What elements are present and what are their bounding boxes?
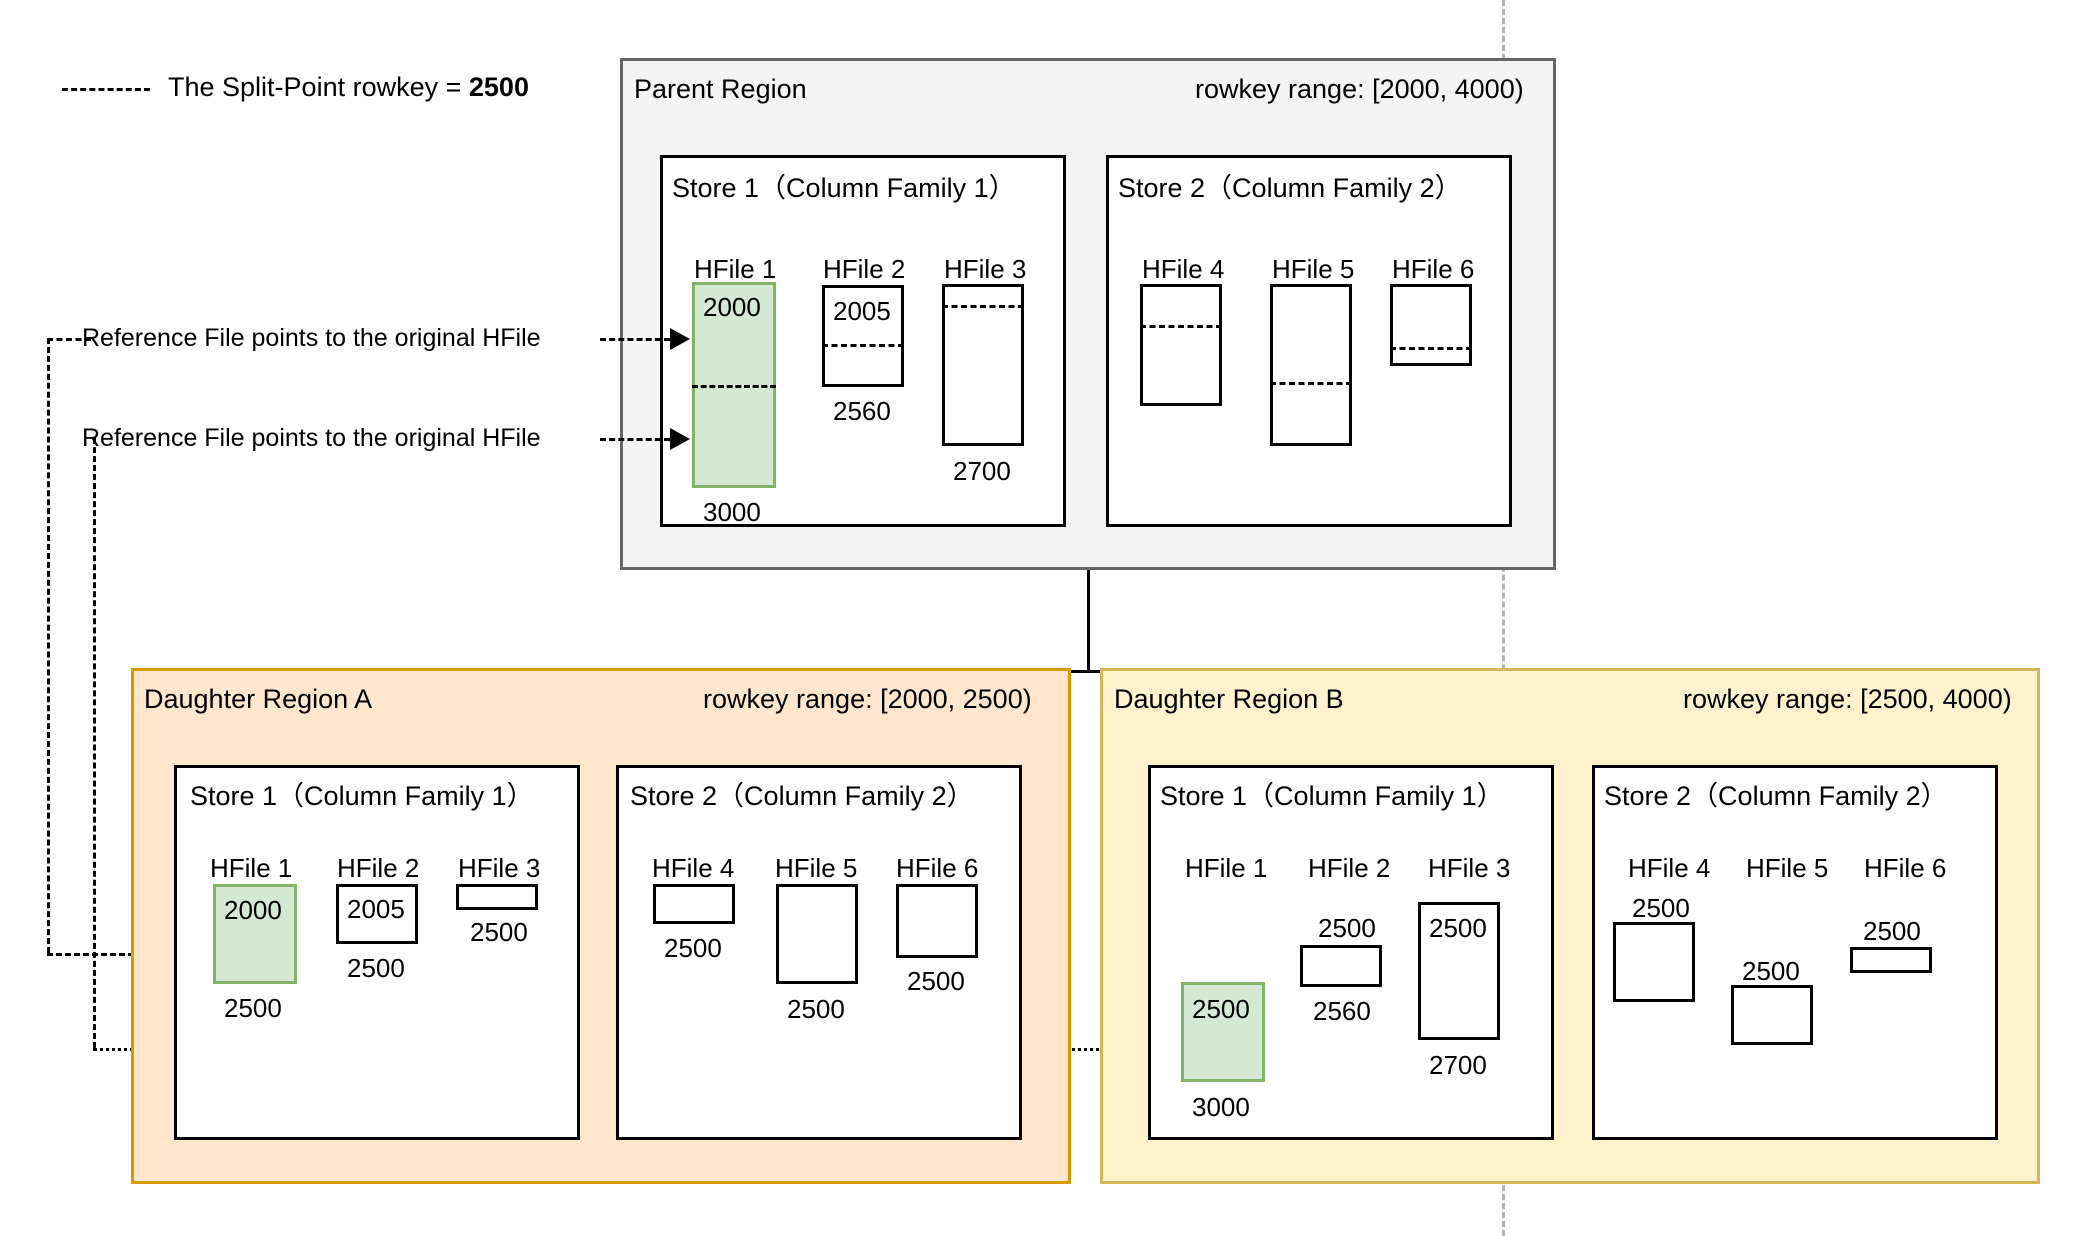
daughter-a-store2-hfile4-label: HFile 4 bbox=[652, 853, 735, 883]
parent-store-1-title: Store 1（Column Family 1） bbox=[672, 173, 1016, 203]
daughter-b-store2-hfile4-top-value: 2500 bbox=[1632, 893, 1690, 923]
daughter-b-store1-hfile2-bottom-value: 2560 bbox=[1313, 996, 1371, 1026]
legend-text: The Split-Point rowkey = bbox=[168, 72, 469, 102]
parent-store1-hfile3-box bbox=[942, 284, 1024, 446]
parent-store1-hfile3-split-dash bbox=[942, 305, 1024, 308]
daughter-a-store2-hfile4-bottom-value: 2500 bbox=[664, 933, 722, 963]
daughter-a-store2-hfile5-bottom-value: 2500 bbox=[787, 994, 845, 1024]
daughter-a-store2-hfile6-label: HFile 6 bbox=[896, 853, 979, 883]
daughter-b-store1-hfile1-box bbox=[1181, 982, 1265, 1082]
daughter-a-store1-hfile3-box bbox=[456, 884, 538, 910]
parent-store1-hfile1-bottom-value: 3000 bbox=[703, 497, 761, 527]
parent-store1-hfile1-top-value: 2000 bbox=[703, 292, 761, 322]
daughter-a-store1-hfile2-box bbox=[336, 884, 418, 944]
daughter-b-title: Daughter Region B bbox=[1114, 684, 1344, 714]
parent-store1-hfile2-bottom-value: 2560 bbox=[833, 396, 891, 426]
daughter-a-store1-hfile2-top-value: 2005 bbox=[347, 894, 405, 924]
parent-store1-hfile3-bottom-value: 2700 bbox=[953, 456, 1011, 486]
daughter-a-store1-hfile1-box bbox=[213, 884, 297, 984]
legend-dash-sample bbox=[62, 88, 150, 91]
daughter-a-rowkey-range: rowkey range: [2000, 2500) bbox=[703, 684, 1032, 714]
legend-split-value: 2500 bbox=[468, 72, 529, 102]
parent-store1-hfile1-label: HFile 1 bbox=[694, 254, 777, 284]
daughter-a-store1-hfile2-label: HFile 2 bbox=[337, 853, 420, 883]
fork-connector-stem bbox=[1087, 570, 1090, 670]
daughter-b-store1-hfile2-label: HFile 2 bbox=[1308, 853, 1391, 883]
daughter-b-store2-hfile5-box bbox=[1731, 985, 1813, 1045]
parent-store1-hfile2-box bbox=[822, 285, 904, 387]
reference-route-2-vertical bbox=[93, 438, 96, 1048]
daughter-b-store-2-title: Store 2（Column Family 2） bbox=[1604, 781, 1948, 811]
daughter-b-store2-hfile6-top-value: 2500 bbox=[1863, 916, 1921, 946]
parent-store1-hfile2-split-dash bbox=[822, 344, 904, 347]
daughter-a-store2-hfile6-bottom-value: 2500 bbox=[907, 966, 965, 996]
parent-store2-hfile6-box bbox=[1390, 284, 1472, 366]
daughter-a-store1-hfile3-bottom-value: 2500 bbox=[470, 917, 528, 947]
reference-line-2-arrowline bbox=[600, 438, 670, 441]
legend-label: The Split-Point rowkey = 2500 bbox=[168, 74, 529, 101]
daughter-b-store1-hfile1-bottom-value: 3000 bbox=[1192, 1092, 1250, 1122]
daughter-a-store1-hfile1-label: HFile 1 bbox=[210, 853, 293, 883]
parent-store2-hfile5-split-dash bbox=[1270, 382, 1352, 385]
daughter-b-store1-hfile3-top-value: 2500 bbox=[1429, 913, 1487, 943]
daughter-b-store2-hfile5-label: HFile 5 bbox=[1746, 853, 1829, 883]
reference-line-1-arrowline bbox=[600, 338, 670, 341]
daughter-a-store-2-title: Store 2（Column Family 2） bbox=[630, 781, 974, 811]
daughter-b-store2-hfile4-box bbox=[1613, 922, 1695, 1002]
reference-line-1-lead bbox=[47, 338, 91, 341]
daughter-a-store1-hfile1-top-value: 2000 bbox=[224, 895, 282, 925]
daughter-b-store-1-title: Store 1（Column Family 1） bbox=[1160, 781, 1504, 811]
daughter-a-store1-hfile1-bottom-value: 2500 bbox=[224, 993, 282, 1023]
daughter-b-store1-hfile2-top-value: 2500 bbox=[1318, 913, 1376, 943]
daughter-b-store2-hfile6-box bbox=[1850, 947, 1932, 973]
daughter-b-store1-hfile3-label: HFile 3 bbox=[1428, 853, 1511, 883]
parent-store1-hfile1-split-dash bbox=[692, 385, 776, 388]
parent-store2-hfile5-box bbox=[1270, 284, 1352, 446]
daughter-b-store1-hfile1-top-value: 2500 bbox=[1192, 994, 1250, 1024]
daughter-b-store1-hfile3-box bbox=[1418, 902, 1500, 1040]
reference-line-1-arrowhead bbox=[670, 328, 690, 350]
parent-region-rowkey-range: rowkey range: [2000, 4000) bbox=[1195, 74, 1524, 104]
parent-store2-hfile5-label: HFile 5 bbox=[1272, 254, 1355, 284]
daughter-a-store1-hfile3-label: HFile 3 bbox=[458, 853, 541, 883]
daughter-b-store1-hfile3-bottom-value: 2700 bbox=[1429, 1050, 1487, 1080]
parent-store1-hfile2-top-value: 2005 bbox=[833, 296, 891, 326]
parent-store2-hfile6-label: HFile 6 bbox=[1392, 254, 1475, 284]
daughter-a-store-1-title: Store 1（Column Family 1） bbox=[190, 781, 534, 811]
reference-line-2-arrowhead bbox=[670, 428, 690, 450]
split-point-vertical-line bbox=[1502, 0, 1505, 1236]
parent-store2-hfile4-box bbox=[1140, 284, 1222, 406]
daughter-b-store2-hfile6-label: HFile 6 bbox=[1864, 853, 1947, 883]
daughter-a-store1-hfile2-bottom-value: 2500 bbox=[347, 953, 405, 983]
reference-annotation-1: Reference File points to the original HF… bbox=[82, 324, 541, 352]
parent-store2-hfile4-label: HFile 4 bbox=[1142, 254, 1225, 284]
parent-store-2-title: Store 2（Column Family 2） bbox=[1118, 173, 1462, 203]
daughter-b-rowkey-range: rowkey range: [2500, 4000) bbox=[1683, 684, 2012, 714]
daughter-a-store2-hfile4-box bbox=[653, 884, 735, 924]
reference-route-1-vertical bbox=[47, 338, 50, 953]
parent-store2-hfile6-split-dash bbox=[1390, 347, 1472, 350]
daughter-b-store2-hfile4-label: HFile 4 bbox=[1628, 853, 1711, 883]
parent-region-title: Parent Region bbox=[634, 74, 807, 104]
daughter-b-store2-hfile5-top-value: 2500 bbox=[1742, 956, 1800, 986]
parent-store1-hfile3-label: HFile 3 bbox=[944, 254, 1027, 284]
daughter-a-store2-hfile5-label: HFile 5 bbox=[775, 853, 858, 883]
daughter-b-store1-hfile1-label: HFile 1 bbox=[1185, 853, 1268, 883]
parent-store1-hfile2-label: HFile 2 bbox=[823, 254, 906, 284]
parent-store2-hfile4-split-dash bbox=[1140, 325, 1222, 328]
reference-annotation-2: Reference File points to the original HF… bbox=[82, 424, 541, 452]
daughter-a-store2-hfile5-box bbox=[776, 884, 858, 984]
daughter-b-store1-hfile2-box bbox=[1300, 945, 1382, 987]
daughter-a-title: Daughter Region A bbox=[144, 684, 373, 714]
daughter-a-store2-hfile6-box bbox=[896, 884, 978, 958]
